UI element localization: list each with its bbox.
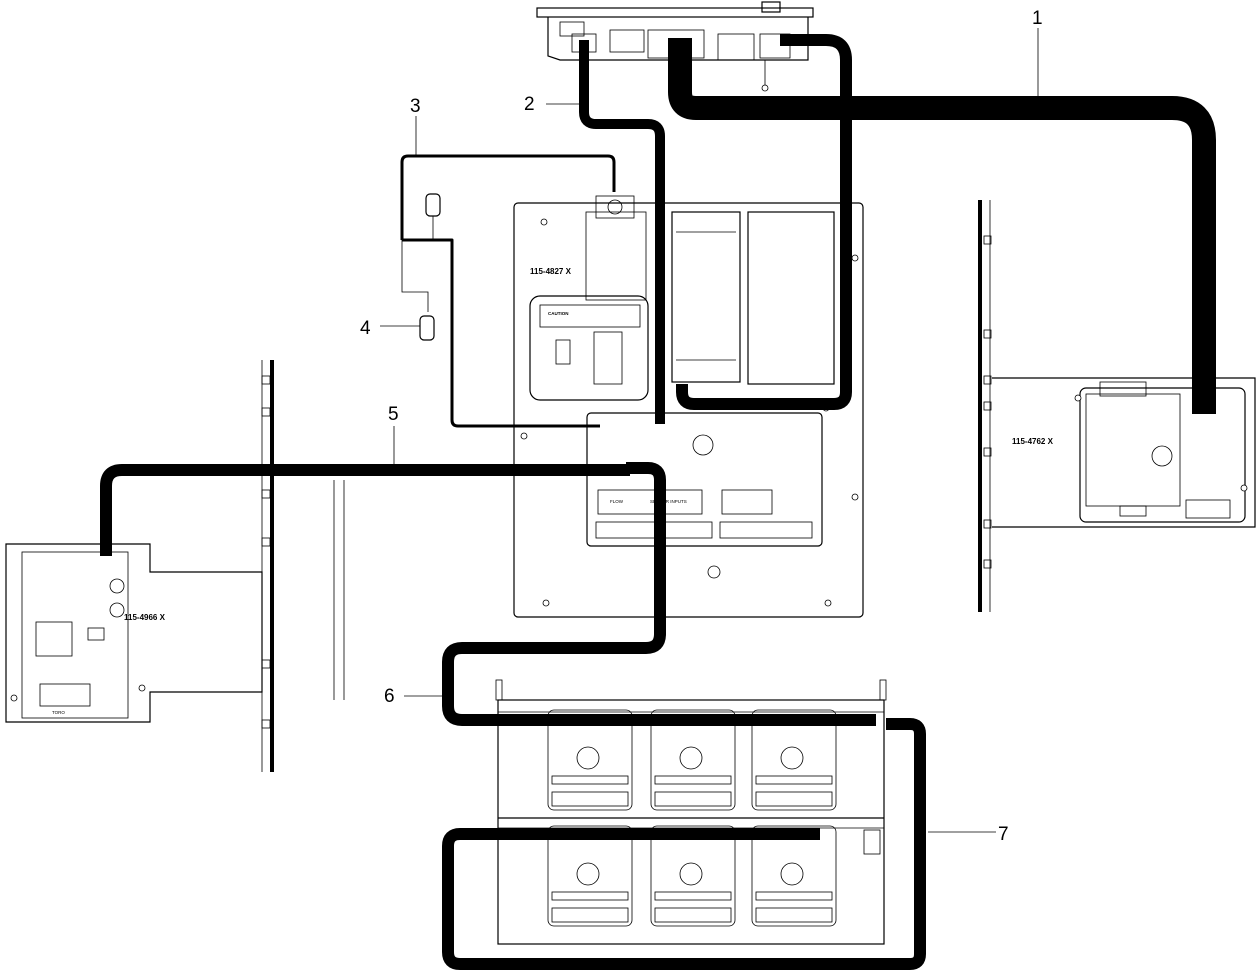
expansion-module <box>650 825 736 927</box>
callout-4: 4 <box>360 318 371 339</box>
center-power-panel: CAUTION FLOW SENSOR INPUTS 115-4827 X <box>513 195 864 618</box>
cable-2 <box>579 40 665 424</box>
wire-nut-upper <box>425 193 441 240</box>
left-module-plate: 115-4966 X TORO <box>5 543 263 723</box>
left-module-part-number: 115-4966 X <box>124 613 166 622</box>
cable-5 <box>100 464 630 556</box>
expansion-module <box>751 825 837 927</box>
expansion-module <box>650 709 736 811</box>
right-mounting-rail <box>978 200 992 612</box>
cable-header-loop <box>676 34 852 410</box>
cable-3-drop <box>401 240 429 312</box>
callouts: 1 2 3 4 5 6 7 <box>360 8 1043 845</box>
cable-7 <box>442 718 926 970</box>
cable-3 <box>400 154 616 240</box>
callout-3: 3 <box>410 96 421 117</box>
cable-6 <box>442 462 876 726</box>
expansion-module <box>547 825 633 927</box>
flow-label: FLOW <box>610 499 624 504</box>
callout-leaders <box>380 28 1039 833</box>
cable-3-branch <box>402 238 600 428</box>
expansion-module <box>547 709 633 811</box>
expansion-modules <box>547 709 837 927</box>
sensor-inputs-label: SENSOR INPUTS <box>650 499 687 504</box>
right-module-plate: 115-4762 X <box>992 377 1256 528</box>
left-module-brand: TORO <box>52 710 65 715</box>
right-module-part-number: 115-4762 X <box>1012 437 1054 446</box>
callout-6: 6 <box>384 686 395 707</box>
expansion-module <box>751 709 837 811</box>
callout-1: 1 <box>1032 8 1043 29</box>
caution-label: CAUTION <box>548 311 569 316</box>
wire-nut-lower <box>419 315 435 341</box>
left-mounting-rail <box>261 360 345 772</box>
callout-5: 5 <box>388 404 399 425</box>
power-panel-part-number: 115-4827 X <box>530 267 572 276</box>
callout-7: 7 <box>998 824 1009 845</box>
callout-2: 2 <box>524 94 535 115</box>
cable-1 <box>668 38 1216 414</box>
